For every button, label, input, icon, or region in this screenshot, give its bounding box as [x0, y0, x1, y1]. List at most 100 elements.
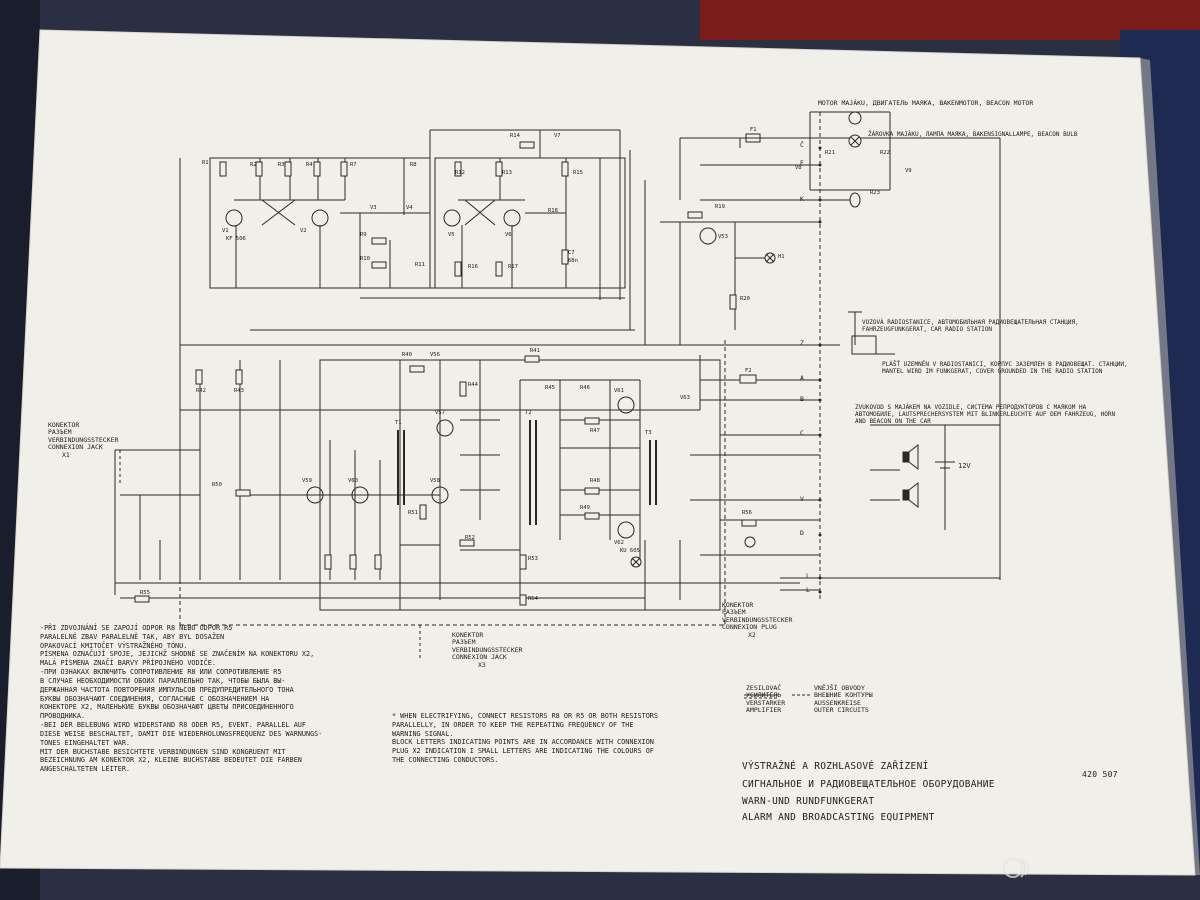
label-t1: T1: [395, 420, 402, 426]
label-r45: R45: [545, 385, 555, 391]
legend-samples: [744, 694, 812, 699]
note-center-line: THE CONNECTING CONDUCTORS.: [392, 756, 499, 765]
label-v3: V3: [370, 205, 377, 211]
title-ru: СИГНАЛЬНОЕ И РАДИОВЕЩАТЕЛЬНОЕ ОБОРУДОВАН…: [742, 779, 995, 790]
label-v6: V6: [505, 232, 512, 238]
legend-right-line-2: ВНЕШНИЕ КОНТУРЫ: [814, 691, 873, 700]
x2-pin-z: Z: [800, 339, 804, 347]
label-r47: R47: [590, 428, 600, 434]
label-h1: H1: [778, 254, 785, 260]
note-center-line: PARALLELLY, IN ORDER TO KEEP THE REPEATI…: [392, 720, 634, 729]
label-r9: R9: [360, 232, 367, 238]
x2-line-4: CONNEXION PLUG: [722, 623, 777, 632]
label-r46: R46: [580, 385, 590, 391]
x2-pin-c2: C: [800, 429, 804, 437]
note-center-line: * WHEN ELECTRIFYING, CONNECT RESISTORS R…: [392, 712, 658, 720]
label-v57: V57: [435, 410, 445, 416]
label-r17: R17: [508, 264, 518, 270]
label-r22: R22: [880, 150, 890, 156]
x2-pin-b: B: [800, 395, 804, 403]
note-left-line: MALÁ PÍSMENA ZNAČÍ BARVY PŘÍPOJNÉHO VODI…: [40, 659, 216, 668]
legend-outer-circuits: VNĚJŠÍ OBVODY ВНЕШНИЕ КОНТУРЫ AUSSENKREI…: [814, 684, 873, 715]
x1-line-1: KONEKTOR: [48, 421, 80, 429]
label-r41: R41: [530, 348, 540, 354]
label-v60: V60: [348, 478, 358, 484]
x2-pin-l2: L: [806, 586, 810, 594]
x3-line-2: РАЗЪЕМ: [452, 638, 476, 647]
label-t2: T2: [525, 410, 532, 416]
label-r44: R44: [468, 382, 478, 388]
legend-line-4: AMPLIFIER: [746, 706, 782, 715]
label-v63: V63: [680, 395, 690, 401]
note-left-line: PÍSMENA OZNAČUJÍ SPOJE, JEJICHŽ SHODNĚ S…: [40, 650, 315, 659]
x3-line-4: CONNEXION JACK: [452, 653, 507, 662]
watermark-icon: [1003, 858, 1030, 878]
label-r19: R19: [715, 204, 725, 210]
note-left-line: БУКВЫ ОБОЗНАЧАЮТ СОЕДИНЕНИЯ, СОГЛАСНЫЕ С…: [40, 694, 270, 703]
label-r48: R48: [590, 478, 600, 484]
x2-pin-c: Č: [800, 141, 804, 149]
label-r3: R3: [278, 162, 285, 168]
label-c7: C7: [568, 250, 575, 256]
speakers: [902, 443, 919, 509]
x2-line-1: KONEKTOR: [722, 601, 754, 609]
note-left-line: -BEI DER BELEBUNG WIRD WIDERSTAND R8 ODE…: [40, 721, 306, 730]
note-center-line: PLUG X2 INDICATION I SMALL LETTERS ARE I…: [392, 747, 654, 756]
x2-pin-marks: [818, 146, 822, 594]
label-v1: V1: [222, 228, 229, 234]
label-r16: R16: [468, 264, 478, 270]
legend-right-line-3: AUSSENKREISE: [814, 698, 861, 707]
label-t3: T3: [645, 430, 652, 436]
label-v58: V58: [430, 478, 440, 484]
label-r55: R55: [140, 590, 150, 596]
watermark-logo: [1003, 855, 1035, 880]
motor-label: MOTOR MAJÁKU, ДВИГАТЕЛЬ МАЯКА, BAKENMOTO…: [818, 99, 1034, 107]
beacon-elements: [630, 111, 862, 568]
label-v2: V2: [300, 228, 307, 234]
label-r52: R52: [465, 535, 475, 541]
label-r18: R18: [548, 208, 558, 214]
connector-x2: KONEKTOR РАЗЪЕМ VERBINDUNGSSTECKER CONNE…: [722, 601, 792, 639]
label-r51: R51: [408, 510, 418, 516]
label-v7: V7: [554, 133, 561, 139]
resistors: [134, 141, 757, 606]
label-r43: R43: [234, 388, 244, 394]
label-r13: R13: [502, 170, 512, 176]
x2-pin-k: K: [800, 195, 804, 203]
x1-line-5: X1: [62, 450, 70, 459]
label-r1: R1: [202, 160, 209, 166]
label-v53: V53: [718, 234, 728, 240]
label-r4: R4: [306, 162, 313, 168]
note-left-line: DIESE WEISE BESCHALTET, DAMIT DIE WIEDER…: [40, 729, 323, 738]
speaker-system-label: ZVUKOVOD S MAJÁKEM NA VOZIDLE, СИСТЕМА Р…: [855, 404, 1116, 425]
label-r8: R8: [410, 162, 417, 168]
label-r54: R54: [528, 596, 538, 602]
background-red-surface: [700, 0, 1200, 40]
title-de: WARN-UND RUNDFUNKGERAT: [742, 796, 875, 807]
lamp-label: ŽÁROVKA MAJÁKU, ЛАМПА МАЯКА, BAKENSIGNAL…: [868, 131, 1078, 138]
label-r11: R11: [415, 262, 425, 268]
antenna-label: PLÁŠŤ UZEMNĚN V RADIOSTANICI, КОРПУС ЗАЗ…: [882, 361, 1128, 375]
label-r12: R12: [455, 170, 465, 176]
x2-line-5: X2: [748, 630, 756, 639]
legend-amplifier: ZESILOVAČ УСИЛИТЕЛЬ VERSTARKER AMPLIFIER: [746, 684, 785, 715]
label-r21: R21: [825, 150, 835, 156]
x2-pin-a: A: [800, 374, 804, 382]
note-left-line: MIT DER BUCHSTABE BESICHTETE VERBINDUNGE…: [40, 747, 286, 756]
note-left-line: КОНЕКТОРЕ X2, МАЛЕНЬКИЕ БУКВЫ ОБОЗНАЧАЮТ…: [40, 703, 294, 712]
notes-center: * WHEN ELECTRIFYING, CONNECT RESISTORS R…: [392, 712, 658, 765]
note-left-line: BEZEICHNUNG AM KONEKTOR X2, KLEINE BUCHS…: [40, 756, 302, 765]
label-r7: R7: [350, 162, 357, 168]
label-v4: V4: [406, 205, 413, 211]
label-r2: R2: [250, 162, 257, 168]
label-r49: R49: [580, 505, 590, 511]
x1-line-2: РАЗЪЕМ: [48, 428, 72, 437]
label-r56: R56: [742, 510, 752, 516]
title-cz: VÝSTRAŽNÉ A ROZHLASOVÉ ZAŘÍZENÍ: [742, 761, 929, 772]
x3-line-3: VERBINDUNGSSTECKER: [452, 645, 523, 654]
x2-pin-e: E: [800, 159, 804, 167]
transistors: [225, 209, 717, 539]
notes-left: -PŘI ZDVOJNÁNÍ SE ZAPOJÍ ODPOR R8 NEBO O…: [40, 624, 322, 774]
